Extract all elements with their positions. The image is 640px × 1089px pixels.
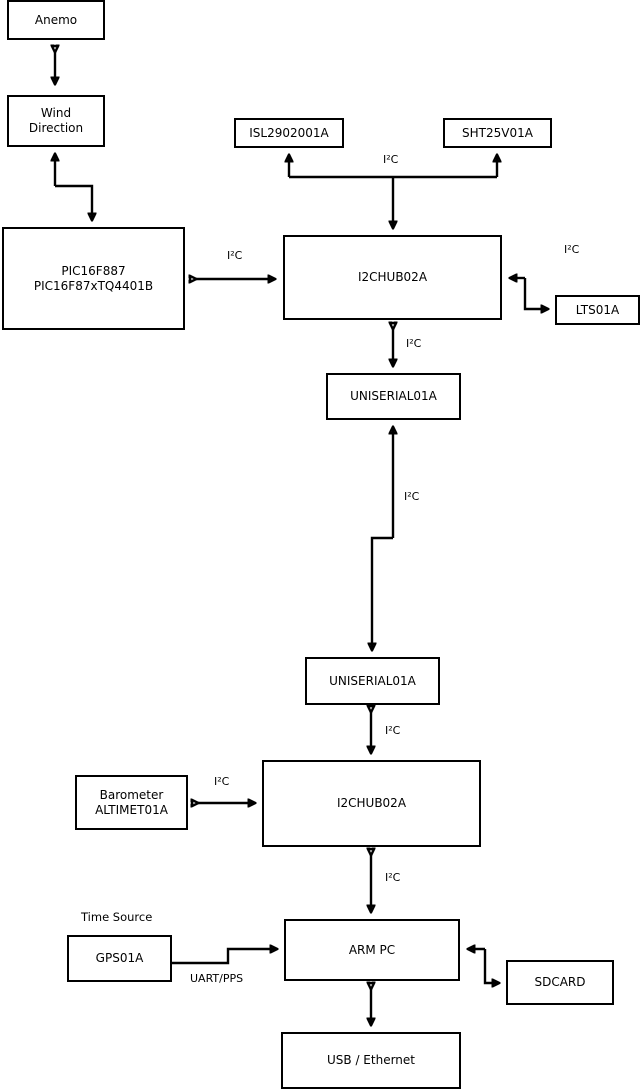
node-wind-direction[interactable]: Wind Direction	[7, 95, 105, 147]
edge-label-i2c-hub2-armpc: I²C	[385, 871, 401, 884]
node-sht25v01a[interactable]: SHT25V01A	[443, 118, 552, 148]
edge-label-i2c-pic-hub: I²C	[227, 249, 243, 262]
node-arm-pc[interactable]: ARM PC	[284, 919, 460, 981]
node-usb-ethernet[interactable]: USB / Ethernet	[281, 1032, 461, 1089]
node-isl2902001a[interactable]: ISL2902001A	[234, 118, 344, 148]
label-time-source: Time Source	[81, 910, 153, 924]
node-sdcard[interactable]: SDCARD	[506, 960, 614, 1005]
edge-label-uart-pps: UART/PPS	[190, 972, 244, 985]
edge-label-i2c-uniserial-link: I²C	[404, 490, 420, 503]
node-lts01a[interactable]: LTS01A	[555, 295, 640, 325]
node-i2chub02a-top[interactable]: I2CHUB02A	[283, 235, 502, 320]
node-pic-mcu[interactable]: PIC16F887 PIC16F87xTQ4401B	[2, 227, 185, 330]
node-i2chub02a-bottom[interactable]: I2CHUB02A	[262, 760, 481, 847]
node-uniserial01a-lower[interactable]: UNISERIAL01A	[305, 657, 440, 705]
connector-uniserial-link-down	[372, 536, 393, 650]
edge-label-i2c-uniserial-hub2: I²C	[385, 724, 401, 737]
edge-label-i2c-sensor-bus: I²C	[383, 153, 399, 166]
edge-label-i2c-barometer-hub2: I²C	[214, 775, 230, 788]
connector-armpc-sdcard-out	[483, 949, 499, 983]
edge-label-i2c-hub-uniserial: I²C	[406, 337, 422, 350]
node-anemo[interactable]: Anemo	[7, 0, 105, 40]
connector-wind-pic-jog	[55, 184, 92, 220]
edge-label-i2c-hub-lts: I²C	[564, 243, 580, 256]
connector-gps-armpc	[172, 949, 277, 965]
node-barometer-altimet01a[interactable]: Barometer ALTIMET01A	[75, 775, 188, 830]
node-gps01a[interactable]: GPS01A	[67, 935, 172, 982]
node-uniserial01a-upper[interactable]: UNISERIAL01A	[326, 373, 461, 420]
connector-hubtop-lts-out	[523, 278, 548, 309]
